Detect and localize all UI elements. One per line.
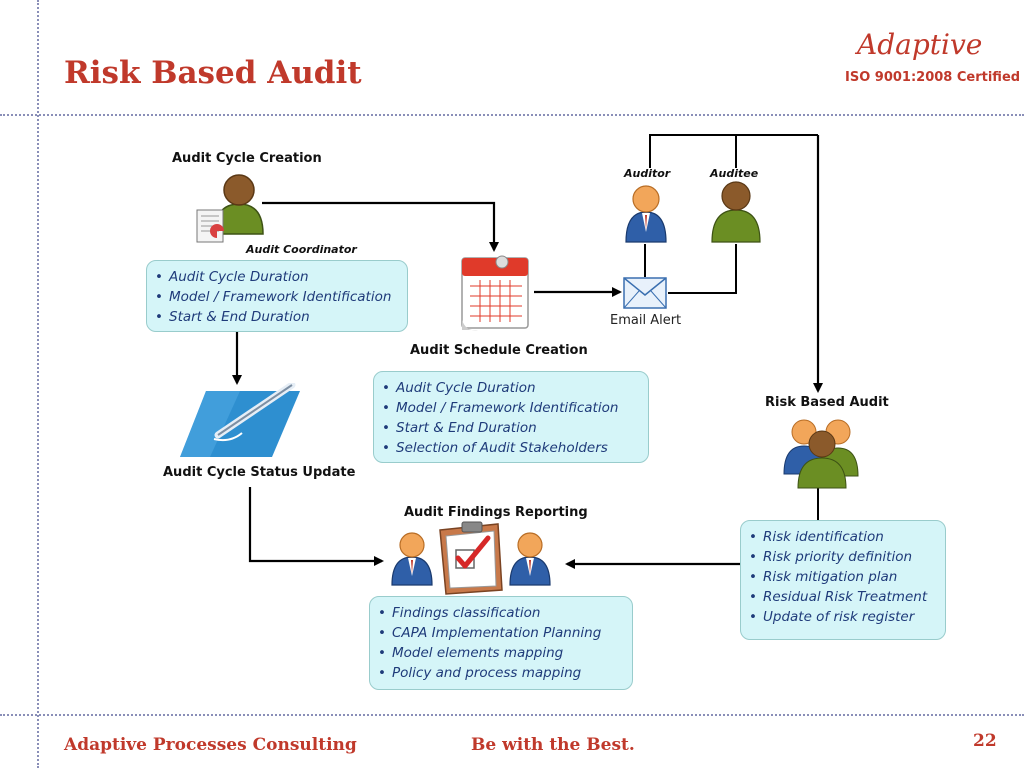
list-item: Update of risk register — [749, 607, 937, 627]
audit-schedule-creation-label: Audit Schedule Creation — [410, 343, 588, 358]
footer-company: Adaptive Processes Consulting — [64, 735, 357, 755]
auditor-label: Auditor — [624, 167, 671, 180]
clipboard-check-icon — [439, 521, 503, 595]
audit-schedule-creation-box: Audit Cycle Duration Model / Framework I… — [373, 371, 649, 463]
risk-based-audit-box: Risk identification Risk priority defini… — [740, 520, 946, 640]
list-item: Model / Framework Identification — [382, 398, 640, 418]
connector-stakeholders-bracket — [649, 134, 818, 168]
left-dotted-rule — [37, 0, 39, 768]
list-item: Risk mitigation plan — [749, 567, 937, 587]
brand-logo-text: Adaptive — [857, 28, 983, 61]
audit-findings-reporting-box: Findings classification CAPA Implementat… — [369, 596, 633, 690]
list-item: Start & End Duration — [382, 418, 640, 438]
connector-coordinator-schedule — [262, 201, 499, 252]
calendar-icon — [461, 255, 529, 331]
auditor-person-icon — [625, 185, 667, 243]
connector-status-findings — [248, 487, 384, 566]
audit-findings-reporting-label: Audit Findings Reporting — [404, 505, 588, 520]
list-item: Policy and process mapping — [378, 663, 624, 683]
coordinator-person-icon — [196, 174, 264, 243]
envelope-icon — [623, 277, 667, 309]
page-number: 22 — [973, 731, 997, 751]
audit-cycle-creation-box: Audit Cycle Duration Model / Framework I… — [146, 260, 408, 332]
list-item: Start & End Duration — [155, 307, 399, 327]
audit-cycle-status-update-label: Audit Cycle Status Update — [163, 465, 356, 480]
risk-based-audit-label: Risk Based Audit — [765, 395, 889, 410]
header-dotted-rule — [0, 114, 1024, 116]
findings-person-left-icon — [391, 532, 433, 586]
audit-coordinator-label: Audit Coordinator — [246, 243, 357, 256]
connector-auditee-email — [668, 244, 737, 294]
list-item: Residual Risk Treatment — [749, 587, 937, 607]
list-item: Model / Framework Identification — [155, 287, 399, 307]
findings-person-right-icon — [509, 532, 551, 586]
list-item: Audit Cycle Duration — [155, 267, 399, 287]
list-item: CAPA Implementation Planning — [378, 623, 624, 643]
list-item: Risk priority definition — [749, 547, 937, 567]
auditee-label: Auditee — [710, 167, 759, 180]
pen-document-icon — [180, 383, 300, 457]
list-item: Selection of Audit Stakeholders — [382, 438, 640, 458]
list-item: Findings classification — [378, 603, 624, 623]
group-people-icon — [783, 419, 859, 489]
audit-cycle-creation-label: Audit Cycle Creation — [172, 151, 322, 166]
certification-text: ISO 9001:2008 Certified — [845, 70, 1021, 85]
footer-tagline: Be with the Best. — [471, 735, 635, 755]
auditee-person-icon — [711, 181, 761, 243]
slide-title: Risk Based Audit — [64, 55, 362, 91]
list-item: Risk identification — [749, 527, 937, 547]
footer-dotted-rule — [0, 714, 1024, 716]
email-alert-label: Email Alert — [610, 313, 682, 328]
list-item: Model elements mapping — [378, 643, 624, 663]
list-item: Audit Cycle Duration — [382, 378, 640, 398]
